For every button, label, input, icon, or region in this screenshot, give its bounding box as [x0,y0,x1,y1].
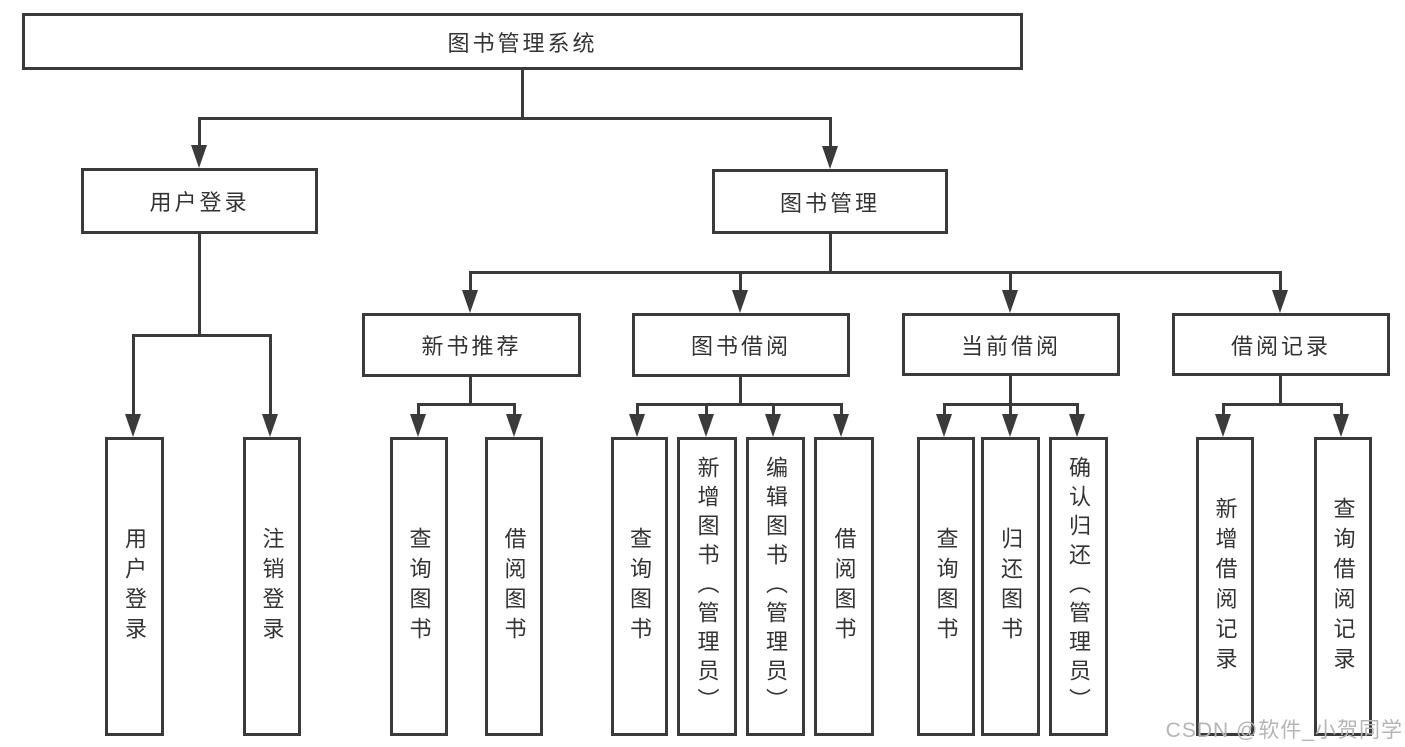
leaf-label: 注销登录 [259,526,285,647]
connector-line [469,377,472,406]
leaf-label: 用户登录 [122,526,148,647]
leaf-confirm-return-admin: 确认归还（管理员） [1049,437,1108,736]
node-borrow-record-label: 借阅记录 [1230,333,1331,359]
connector-line [469,271,472,291]
arrow-down-icon [1333,414,1349,437]
arrow-down-icon [698,414,714,437]
connector-line [829,233,832,273]
connector-line [269,334,272,416]
leaf-logout: 注销登录 [243,437,301,736]
leaf-label: 查询图书 [627,526,653,647]
connector-line [739,271,742,291]
connector-line [1279,271,1282,291]
node-new-book-recommend-label: 新书推荐 [421,334,522,359]
arrow-down-icon [629,414,645,437]
leaf-borrow-book-2: 借阅图书 [814,437,874,736]
connector-line [417,403,420,417]
leaf-label: 新增借阅记录 [1212,496,1238,677]
leaf-label: 确认归还（管理员） [1066,456,1092,717]
arrow-down-icon [833,414,849,437]
arrow-down-icon [1215,414,1231,437]
arrow-down-icon [506,414,522,437]
leaf-label: 借阅图书 [831,526,857,647]
leaf-label: 借阅图书 [501,526,527,647]
leaf-add-book-admin: 新增图书（管理员） [677,437,737,736]
arrow-down-icon [125,414,141,437]
connector-line [739,377,742,406]
leaf-add-borrow-record: 新增借阅记录 [1196,437,1254,736]
leaf-return-book: 归还图书 [981,437,1040,736]
connector-line [1340,403,1343,417]
leaf-query-book-3: 查询图书 [917,437,975,736]
arrow-down-icon [462,290,478,313]
arrow-down-icon [936,414,952,437]
connector-line [417,403,516,406]
leaf-query-book-2: 查询图书 [611,437,668,736]
leaf-user-login: 用户登录 [105,437,164,736]
arrow-down-icon [1069,414,1085,437]
arrow-down-icon [191,145,207,168]
leaf-label: 编辑图书（管理员） [763,456,789,717]
connector-line [198,233,201,337]
node-new-book-recommend: 新书推荐 [362,313,581,377]
leaf-edit-book-admin: 编辑图书（管理员） [746,437,805,736]
leaf-label: 查询借阅记录 [1330,496,1356,677]
connector-line [1009,403,1012,417]
connector-line [1009,271,1012,291]
node-book-borrow: 图书借阅 [632,313,850,377]
connector-line [513,403,516,417]
leaf-label: 归还图书 [998,526,1024,647]
connector-line [705,403,708,417]
node-book-management: 图书管理 [712,169,948,234]
connector-line [829,117,832,148]
connector-line [1279,376,1282,406]
node-book-management-label: 图书管理 [779,190,880,216]
connector-line [521,69,524,119]
arrow-down-icon [262,414,278,437]
arrow-down-icon [1272,290,1288,313]
connector-line [198,117,832,120]
connector-line [1076,403,1079,417]
node-user-login: 用户登录 [81,168,318,234]
leaf-label: 查询图书 [406,526,432,647]
connector-line [772,403,775,417]
leaf-label: 新增图书（管理员） [694,456,720,717]
leaf-borrow-book-1: 借阅图书 [485,437,543,736]
connector-line [1222,403,1225,417]
connector-line [1222,403,1342,406]
arrow-down-icon [732,290,748,313]
leaf-label: 查询图书 [933,526,959,647]
node-borrow-record: 借阅记录 [1172,313,1390,376]
connector-line [943,403,946,417]
connector-line [636,403,639,417]
arrow-down-icon [822,146,838,169]
arrow-down-icon [765,414,781,437]
connector-line [840,403,843,417]
arrow-down-icon [410,414,426,437]
connector-line [1009,376,1012,406]
connector-line [636,403,842,406]
node-current-borrow-label: 当前借阅 [960,333,1061,359]
node-current-borrow: 当前借阅 [902,313,1120,376]
node-root: 图书管理系统 [22,13,1023,70]
watermark: CSDN @软件_小贺同学 [1165,719,1403,742]
leaf-query-book-1: 查询图书 [390,437,448,736]
connector-line [469,271,1282,274]
node-book-borrow-label: 图书借阅 [690,334,791,359]
node-user-login-label: 用户登录 [149,190,250,215]
connector-line [132,334,135,416]
connector-line [198,117,201,148]
leaf-query-borrow-record: 查询借阅记录 [1314,437,1372,736]
arrow-down-icon [1002,414,1018,437]
arrow-down-icon [1002,290,1018,313]
connector-line [132,334,272,337]
node-root-label: 图书管理系统 [447,30,598,56]
